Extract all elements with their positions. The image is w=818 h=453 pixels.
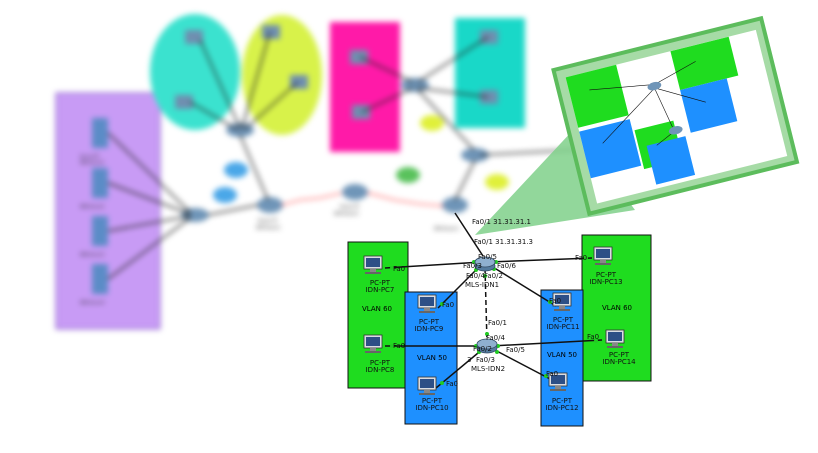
uplink-link[interactable] bbox=[454, 212, 484, 257]
blurred-label: IDN-Router3 bbox=[434, 226, 459, 231]
pc-monitor-icon bbox=[363, 334, 383, 353]
vlan-label: VLAN 60 bbox=[362, 305, 392, 313]
pc-type: PC-PT bbox=[596, 271, 617, 279]
mls-name: MLS-IDN2 bbox=[471, 365, 505, 373]
port-label: Fa0/2 bbox=[473, 345, 492, 353]
vlan-label: VLAN 50 bbox=[547, 351, 577, 359]
vlan-label: VLAN 50 bbox=[417, 354, 447, 362]
server-group: Server-PT IDN-Server1 IDN-Server2 IDN-Se… bbox=[80, 118, 108, 305]
pc-name: IDN-PC11 bbox=[546, 323, 579, 331]
pc-name: IDN-PC8 bbox=[366, 366, 395, 374]
multilayer-switch-icon bbox=[474, 256, 496, 272]
cyan-area bbox=[150, 14, 240, 130]
link-pc14[interactable] bbox=[490, 339, 603, 347]
uplink-label-lower: Fa0/1 31.31.31.3 bbox=[474, 238, 533, 246]
pc-monitor-icon bbox=[552, 292, 572, 311]
links bbox=[384, 257, 603, 389]
port-label: Fa0/5 bbox=[478, 253, 497, 261]
pc-name: IDN-PC13 bbox=[589, 278, 622, 286]
link-pc12[interactable] bbox=[490, 347, 553, 381]
pc-monitor-icon bbox=[417, 376, 437, 395]
pc-monitor-icon bbox=[417, 294, 437, 313]
pc-type: PC-PT bbox=[553, 316, 574, 324]
pc-monitor-icon bbox=[363, 255, 383, 274]
magenta-area bbox=[330, 22, 400, 152]
pc-name: IDN-PC7 bbox=[366, 286, 395, 294]
zoom-inset bbox=[551, 15, 800, 217]
link-pc11[interactable] bbox=[487, 263, 557, 307]
blurred-devices: Router-PT IDN-Router2 Router-PT IDN-Rout… bbox=[181, 78, 509, 231]
blurred-label: Router-PT bbox=[340, 204, 360, 209]
link-pc7[interactable] bbox=[384, 261, 483, 269]
port-label: Fa0/1 bbox=[488, 319, 507, 327]
blurred-label: Server-PT bbox=[80, 154, 100, 159]
vlan-area-right-blue bbox=[540, 289, 584, 427]
pc-type: PC-PT bbox=[422, 397, 443, 405]
pc-name: IDN-PC10 bbox=[415, 404, 448, 412]
pc-port-label: Fa0 bbox=[442, 301, 454, 309]
port-label: 3 bbox=[467, 356, 471, 364]
vlan-label: VLAN 60 bbox=[602, 304, 632, 312]
pc-hosts: PC-PTIDN-PC7Fa0PC-PTIDN-PC9Fa0PC-PTIDN-P… bbox=[363, 246, 636, 412]
blurred-label: Router-PT bbox=[258, 218, 278, 223]
pc-port-label: Fa0 bbox=[587, 333, 599, 341]
vlan-area-left-blue bbox=[404, 291, 458, 425]
yellow-area bbox=[242, 15, 322, 135]
pc-type: PC-PT bbox=[370, 359, 391, 367]
link-mls1-mls2[interactable] bbox=[484, 267, 488, 343]
pc-port-label: Fa0 bbox=[575, 254, 587, 262]
blurred-label: IDN-Server4 bbox=[80, 300, 105, 305]
pc-type: PC-PT bbox=[419, 318, 440, 326]
link-pc10[interactable] bbox=[435, 347, 485, 389]
pc-monitor-icon bbox=[605, 329, 625, 348]
pc-name: IDN-PC12 bbox=[545, 404, 578, 412]
link-pc13[interactable] bbox=[487, 257, 593, 263]
blurred-background-topology: Server-PT IDN-Server1 IDN-Server2 IDN-Se… bbox=[55, 14, 576, 330]
port-label: Fa0/4 bbox=[466, 272, 485, 280]
pc-type: PC-PT bbox=[609, 351, 630, 359]
port-label: Fa0/3 bbox=[463, 262, 482, 270]
port-label: Fa0/5 bbox=[506, 346, 525, 354]
pc-type: PC-PT bbox=[370, 279, 391, 287]
blurred-label: IDN-Server1 bbox=[80, 160, 105, 165]
blurred-label: IDN-Router2 bbox=[334, 211, 359, 216]
port-label: Fa0/4 bbox=[486, 334, 505, 342]
pc-port-label: Fa0 bbox=[393, 342, 405, 350]
pc-port-label: Fa0 bbox=[446, 380, 458, 388]
blurred-links bbox=[107, 31, 576, 280]
mls-switch-bottom[interactable]: MLS-IDN2 bbox=[471, 338, 505, 373]
pc-name: IDN-PC9 bbox=[415, 325, 444, 333]
uplink-label-upper: Fa0/1 31.31.31.1 bbox=[472, 218, 531, 226]
port-label: Fa0/6 bbox=[497, 262, 516, 270]
pc-port-label: Fa0 bbox=[546, 370, 558, 378]
mls-name: MLS-IDN1 bbox=[465, 281, 499, 289]
pc-monitor-icon bbox=[593, 246, 613, 265]
multilayer-switch-icon bbox=[476, 338, 498, 354]
mls-switch-top[interactable]: MLS-IDN1 bbox=[465, 256, 499, 289]
pc-type: PC-PT bbox=[552, 397, 573, 405]
port-label: Fa0/2 bbox=[484, 272, 503, 280]
pc-port-label: Fa0 bbox=[549, 297, 561, 305]
pc-port-label: Fa0 bbox=[393, 265, 405, 273]
pc-name: IDN-PC14 bbox=[602, 358, 636, 366]
blurred-label: IDN-Server2 bbox=[80, 204, 105, 209]
blurred-label: IDN-Server3 bbox=[80, 252, 105, 257]
pc-monitor-icon bbox=[548, 372, 568, 391]
blurred-label: IDN-Router1 bbox=[256, 225, 281, 230]
port-labels: Fa0/5 Fa0/3 Fa0/6 Fa0/4 Fa0/2 Fa0/1 Fa0/… bbox=[463, 253, 525, 364]
port-label: Fa0/3 bbox=[476, 356, 495, 364]
